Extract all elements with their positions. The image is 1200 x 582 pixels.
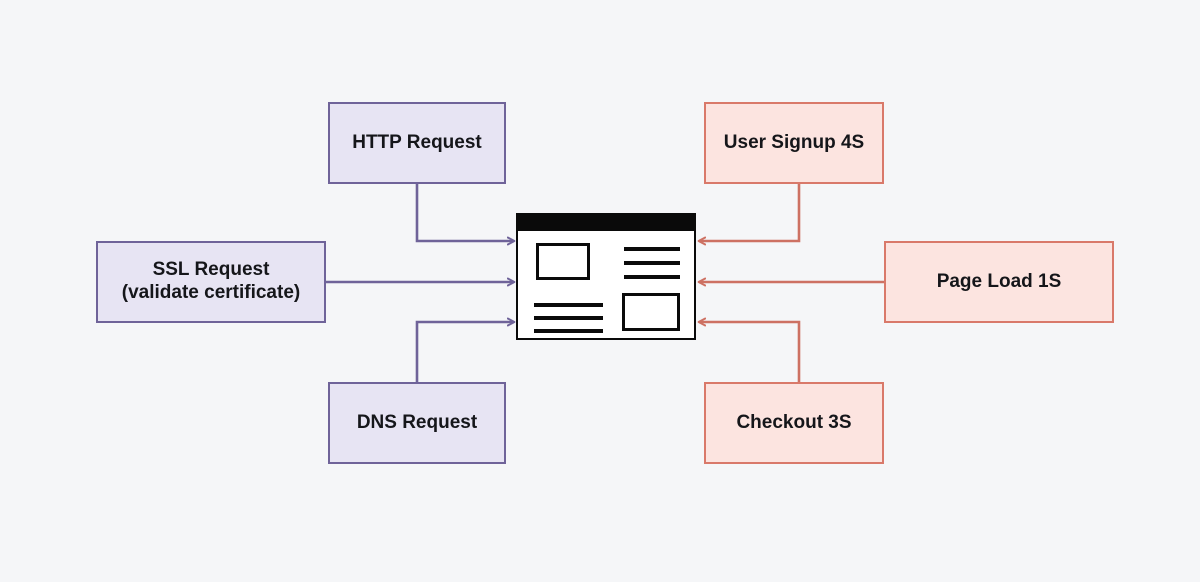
browser-window-mockup [516,213,696,340]
node-dns-request[interactable]: DNS Request [328,382,506,464]
node-user-signup-label: User Signup 4S [723,131,865,153]
node-ssl-request[interactable]: SSL Request (validate certificate) [96,241,326,323]
node-page-load-label: Page Load 1S [936,270,1062,292]
node-checkout[interactable]: Checkout 3S [704,382,884,464]
image-placeholder-bottom-right-icon [622,293,680,331]
text-line-top-right-1 [624,247,680,251]
text-line-top-right-3 [624,275,680,279]
text-line-bottom-left-1 [534,303,603,307]
browser-titlebar [518,215,694,231]
connector-signup-to-browser [697,184,801,246]
node-http-request-label: HTTP Request [352,131,482,153]
node-ssl-request-label: SSL Request (validate certificate) [122,259,300,305]
connector-http-to-browser [415,184,516,246]
text-line-top-right-2 [624,261,680,265]
connector-checkout-to-browser [697,317,801,382]
node-checkout-label: Checkout 3S [736,411,852,433]
browser-content-area [518,231,694,338]
connector-dns-to-browser [415,317,516,382]
node-user-signup[interactable]: User Signup 4S [704,102,884,184]
text-line-bottom-left-3 [534,329,603,333]
node-ssl-request-label-line2: (validate certificate) [121,282,301,303]
node-http-request[interactable]: HTTP Request [328,102,506,184]
image-placeholder-top-left-icon [536,243,590,280]
node-ssl-request-label-line1: SSL Request [152,259,270,281]
node-dns-request-label: DNS Request [356,411,478,433]
text-line-bottom-left-2 [534,316,603,320]
node-page-load[interactable]: Page Load 1S [884,241,1114,323]
